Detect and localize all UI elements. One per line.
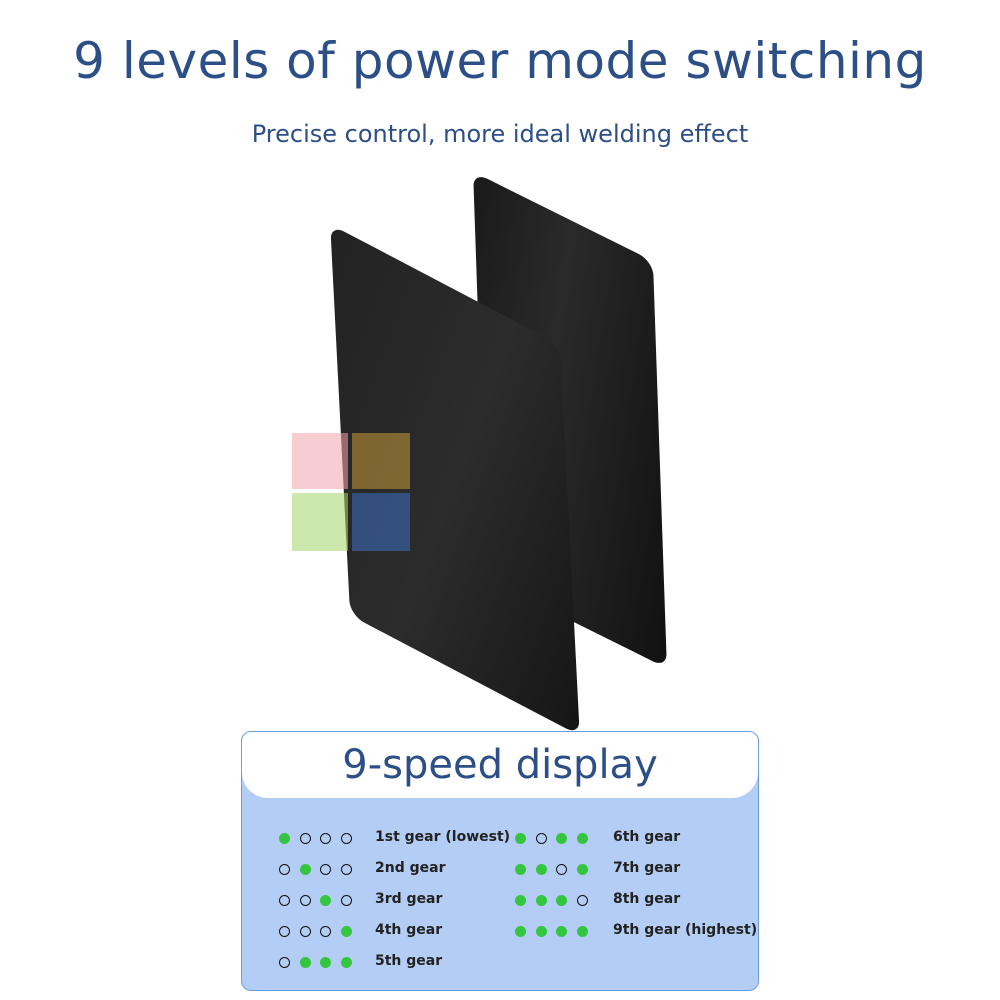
product-image: [270, 171, 740, 736]
led-on-icon: [340, 925, 352, 937]
led-off-icon: [299, 925, 311, 937]
gear-indicator-row: [279, 859, 361, 879]
led-off-icon: [556, 863, 567, 875]
led-off-icon: [340, 832, 352, 844]
gear-label: 7th gear: [613, 860, 681, 876]
led-on-icon: [556, 894, 567, 906]
led-off-icon: [299, 894, 311, 906]
gear-label: 1st gear (lowest): [375, 829, 511, 845]
led-on-icon: [576, 863, 588, 875]
panel-title: 9-speed display: [342, 742, 658, 788]
led-off-icon: [279, 925, 290, 937]
led-off-icon: [320, 832, 331, 844]
led-on-icon: [515, 925, 526, 937]
gear-indicator-row: [279, 921, 361, 941]
gear-label: 4th gear: [375, 922, 443, 938]
led-on-icon: [515, 894, 526, 906]
led-off-icon: [279, 894, 290, 906]
led-off-icon: [279, 863, 290, 875]
led-on-icon: [535, 863, 547, 875]
led-on-icon: [299, 863, 311, 875]
led-on-icon: [279, 832, 290, 844]
led-on-icon: [340, 956, 352, 968]
led-on-icon: [535, 925, 547, 937]
led-on-icon: [515, 863, 526, 875]
gear-indicator-row: [515, 828, 597, 848]
gear-label: 2nd gear: [375, 860, 446, 876]
watermark-logo: [292, 433, 410, 551]
led-off-icon: [340, 863, 352, 875]
gear-indicator-row: [515, 890, 597, 910]
gear-label: 3rd gear: [375, 891, 443, 907]
gear-label: 9th gear (highest): [613, 922, 758, 938]
led-off-icon: [279, 956, 290, 968]
led-on-icon: [576, 925, 588, 937]
led-on-icon: [515, 832, 526, 844]
led-off-icon: [299, 832, 311, 844]
led-on-icon: [576, 832, 588, 844]
led-off-icon: [320, 863, 331, 875]
gear-label: 6th gear: [613, 829, 681, 845]
led-on-icon: [320, 894, 331, 906]
led-off-icon: [535, 832, 547, 844]
led-off-icon: [340, 894, 352, 906]
page-title: 9 levels of power mode switching: [73, 32, 927, 90]
gear-indicator-row: [515, 921, 597, 941]
gear-indicator-row: [515, 859, 597, 879]
led-on-icon: [535, 894, 547, 906]
page-subtitle: Precise control, more ideal welding effe…: [251, 120, 749, 148]
gear-indicator-row: [279, 890, 361, 910]
led-on-icon: [556, 925, 567, 937]
panel-header: 9-speed display: [242, 732, 758, 798]
speed-display-panel: 9-speed display 1st gear (lowest) 2nd gea…: [241, 731, 759, 991]
led-on-icon: [299, 956, 311, 968]
led-on-icon: [320, 956, 331, 968]
gear-label: 8th gear: [613, 891, 681, 907]
gear-indicator-row: [279, 828, 361, 848]
led-off-icon: [320, 925, 331, 937]
led-off-icon: [576, 894, 588, 906]
gear-label: 5th gear: [375, 953, 443, 969]
gear-indicator-row: [279, 952, 361, 972]
led-on-icon: [556, 832, 567, 844]
